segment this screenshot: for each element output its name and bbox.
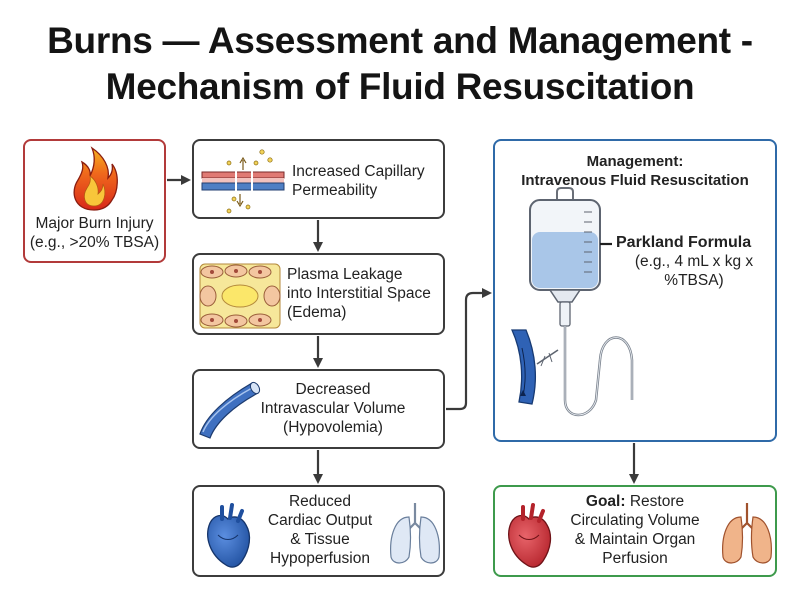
- title-line-1: Burns — Assessment and Management -: [47, 20, 753, 61]
- burn-injury-example: (e.g., >20% TBSA): [29, 234, 160, 251]
- hypovolemia-line-3: (Hypovolemia): [283, 419, 383, 436]
- hypovolemia-line-1: Decreased: [295, 381, 371, 398]
- hypovolemia-line-2: Intravascular Volume: [260, 400, 406, 417]
- parkland-formula-line-1: (e.g., 4 mL x kg x: [634, 253, 754, 270]
- arrow-volume-to-management: [446, 288, 492, 411]
- capillary-line-2: Permeability: [292, 182, 378, 199]
- title-line-2: Mechanism of Fluid Resuscitation: [105, 66, 695, 107]
- cardiac-output-text: Reduced Cardiac Output & Tissue Hypoperf…: [250, 492, 390, 568]
- cardiac-line-1: Reduced: [288, 493, 352, 510]
- goal-text: Goal: Restore Circulating Volume & Maint…: [560, 492, 710, 568]
- plasma-line-3: (Edema): [287, 304, 347, 321]
- page-title: Burns — Assessment and Management - Mech…: [0, 18, 800, 110]
- capillary-line-1: Increased Capillary: [292, 163, 425, 180]
- goal-line-2: Circulating Volume: [570, 512, 700, 529]
- hypovolemia-text: Decreased Intravascular Volume (Hypovole…: [238, 380, 428, 437]
- plasma-leakage-text: Plasma Leakage into Interstitial Space (…: [287, 265, 442, 322]
- parkland-formula-text: Parkland Formula (e.g., 4 mL x kg x %TBS…: [616, 233, 776, 290]
- goal-line-4: Perfusion: [602, 550, 668, 567]
- parkland-formula-line-2: %TBSA): [664, 272, 724, 289]
- burn-injury-text: Major Burn Injury (e.g., >20% TBSA): [26, 214, 163, 252]
- parkland-formula-title: Parkland Formula: [616, 234, 752, 251]
- cardiac-line-2: Cardiac Output: [267, 512, 373, 529]
- plasma-line-2: into Interstitial Space: [287, 285, 431, 302]
- management-title-2: Intravenous Fluid Resuscitation: [521, 172, 749, 189]
- burn-injury-label: Major Burn Injury: [35, 215, 154, 232]
- goal-label: Goal:: [585, 493, 626, 510]
- goal-line-3: & Maintain Organ: [574, 531, 696, 548]
- plasma-line-1: Plasma Leakage: [287, 266, 403, 283]
- capillary-permeability-text: Increased Capillary Permeability: [292, 162, 442, 200]
- management-heading: Management: Intravenous Fluid Resuscitat…: [496, 152, 774, 190]
- management-title-1: Management:: [586, 153, 684, 170]
- cardiac-line-4: Hypoperfusion: [270, 550, 370, 567]
- goal-line-1-rest: Restore: [625, 493, 685, 510]
- goal-line-1: Goal: Restore: [560, 492, 710, 511]
- cardiac-line-3: & Tissue: [290, 531, 350, 548]
